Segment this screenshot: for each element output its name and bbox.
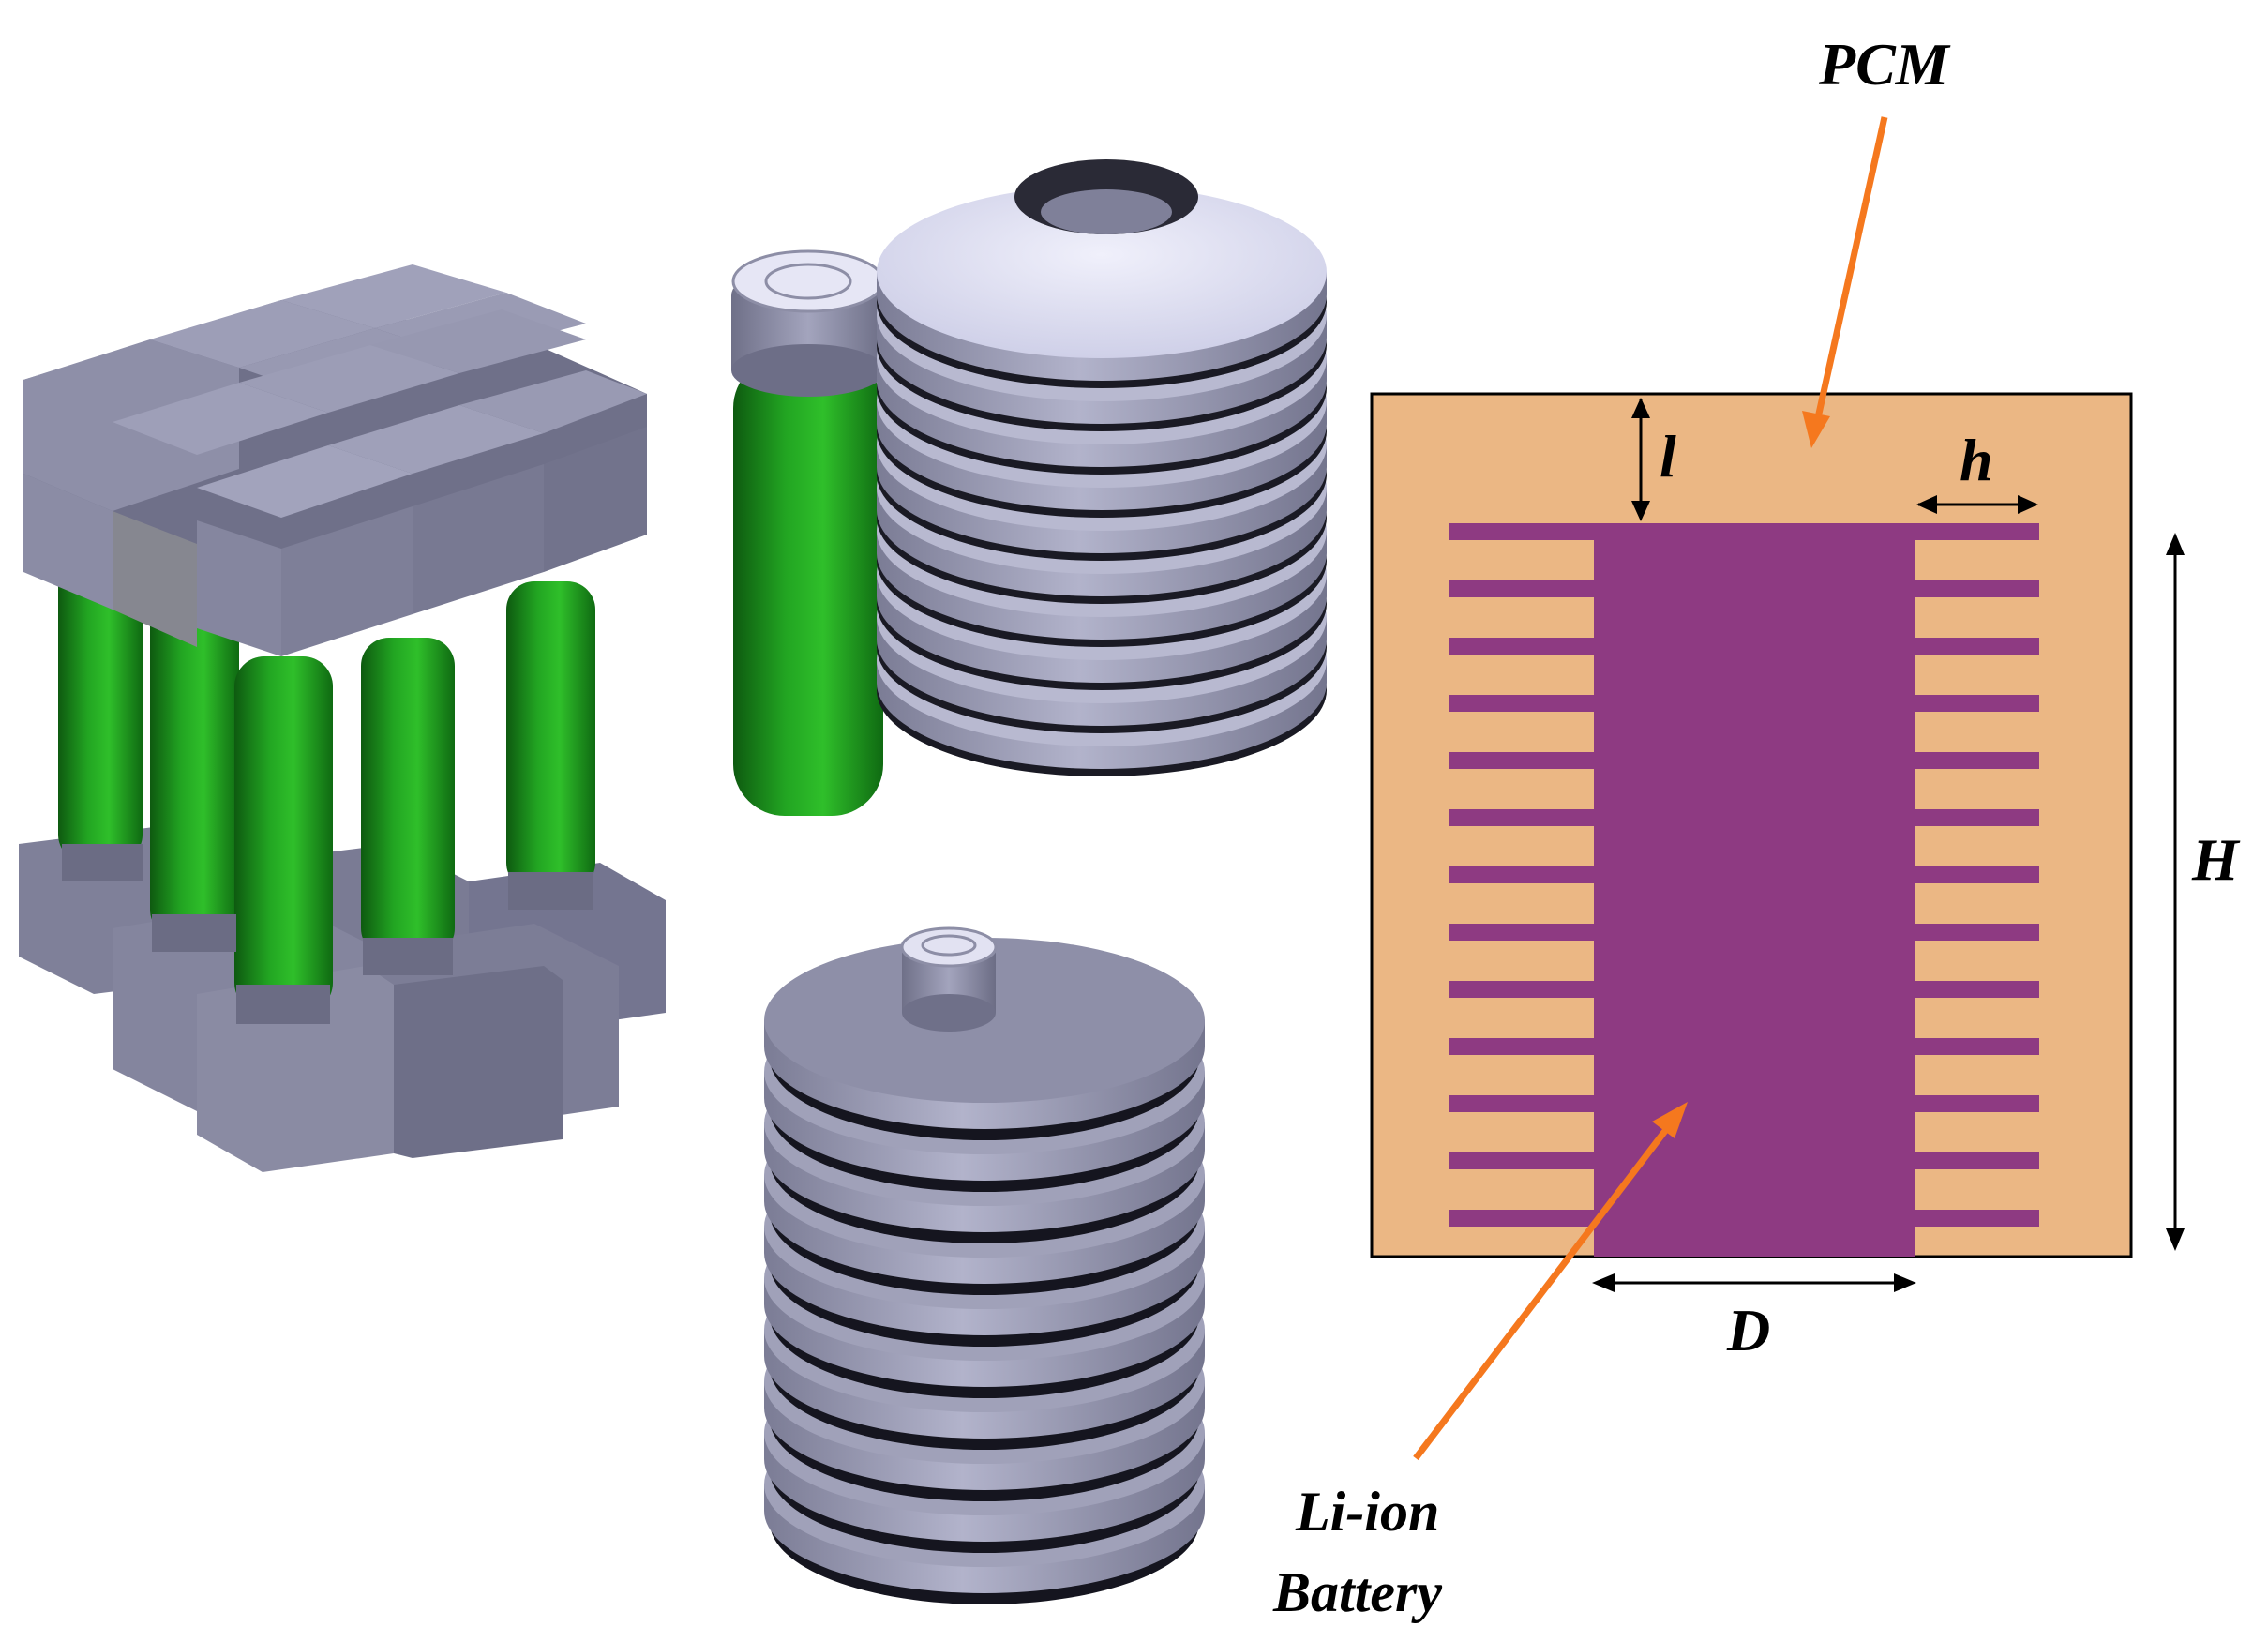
cell-5 bbox=[506, 581, 595, 891]
fin-left-7 bbox=[1449, 866, 1599, 883]
label-l: l bbox=[1660, 423, 1676, 490]
dimension-H-arrow bbox=[2166, 533, 2185, 1251]
fin-left-13 bbox=[1449, 1210, 1599, 1227]
fin-left-1 bbox=[1449, 523, 1599, 540]
fin-right-7 bbox=[1910, 866, 2039, 883]
label-h: h bbox=[1960, 427, 1993, 493]
ring-fin-10 bbox=[877, 186, 1327, 388]
label-D: D bbox=[1726, 1297, 1770, 1363]
fin-right-6 bbox=[1910, 809, 2039, 826]
fin-left-4 bbox=[1449, 695, 1599, 712]
single-cell-render bbox=[731, 249, 885, 816]
cell-4 bbox=[361, 638, 455, 957]
dimension-h-arrow bbox=[1916, 495, 2038, 514]
fin-right-2 bbox=[1910, 580, 2039, 597]
fin-left-11 bbox=[1449, 1095, 1599, 1112]
li-ion-callout-arrow bbox=[1413, 1102, 1688, 1461]
fin-right-5 bbox=[1910, 752, 2039, 769]
cross-section-schematic: l h H D PCM bbox=[1272, 31, 2241, 1623]
fin-left-9 bbox=[1449, 981, 1599, 998]
battery-core bbox=[1594, 523, 1915, 1257]
cylinder-terminal-cap bbox=[900, 926, 998, 1032]
fin-right-9 bbox=[1910, 981, 2039, 998]
finned-ring-stack-top bbox=[877, 159, 1327, 776]
fin-right-4 bbox=[1910, 695, 2039, 712]
fins-right bbox=[1910, 523, 2039, 1227]
fin-left-5 bbox=[1449, 752, 1599, 769]
fin-right-13 bbox=[1910, 1210, 2039, 1227]
fin-right-1 bbox=[1910, 523, 2039, 540]
fin-left-8 bbox=[1449, 924, 1599, 941]
dimension-l-arrow bbox=[1631, 398, 1650, 521]
battery-module-render bbox=[19, 264, 666, 1172]
fin-right-10 bbox=[1910, 1038, 2039, 1055]
label-H: H bbox=[2191, 826, 2241, 893]
fins-left bbox=[1449, 523, 1599, 1227]
label-li-ion-line2: Battery bbox=[1272, 1561, 1442, 1623]
fin-left-12 bbox=[1449, 1152, 1599, 1169]
dimension-D-arrow bbox=[1592, 1273, 1916, 1292]
fin-right-8 bbox=[1910, 924, 2039, 941]
fin-right-3 bbox=[1910, 638, 2039, 655]
fin-left-2 bbox=[1449, 580, 1599, 597]
finned-cylinder-bottom bbox=[764, 926, 1205, 1604]
fin-left-10 bbox=[1449, 1038, 1599, 1055]
label-pcm: PCM bbox=[1818, 31, 1951, 98]
label-li-ion-line1: Li-ion bbox=[1295, 1481, 1439, 1543]
pcm-callout-arrow bbox=[1802, 116, 1888, 448]
cell-3 bbox=[234, 656, 333, 1013]
cell-2 bbox=[150, 591, 239, 938]
fin-right-12 bbox=[1910, 1152, 2039, 1169]
fin-left-6 bbox=[1449, 809, 1599, 826]
top-holder-grid bbox=[23, 264, 647, 656]
fin-left-3 bbox=[1449, 638, 1599, 655]
fin-right-11 bbox=[1910, 1095, 2039, 1112]
